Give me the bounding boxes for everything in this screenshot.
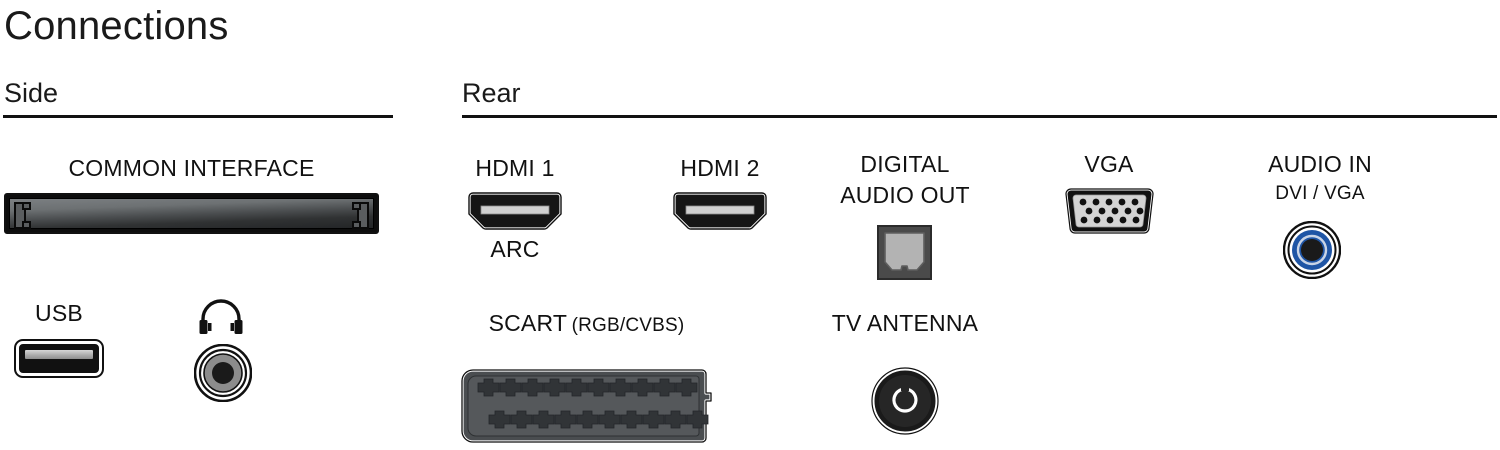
usb-contact-bar xyxy=(25,350,93,359)
vga-port-icon xyxy=(1063,186,1156,238)
hdmi-2-label: HDMI 2 xyxy=(680,155,760,181)
ci-slot-interior xyxy=(9,198,374,229)
scart-label: SCART xyxy=(488,310,568,336)
side-section-divider xyxy=(3,115,393,118)
usb-label: USB xyxy=(35,300,83,326)
hdmi-1-arc-sublabel: ARC xyxy=(490,236,540,262)
tv-antenna-label: TV ANTENNA xyxy=(831,310,979,336)
section-heading-side: Side xyxy=(4,78,59,108)
section-heading-rear: Rear xyxy=(462,78,521,108)
scart-label-suffix: (RGB/CVBS) xyxy=(571,315,685,336)
hdmi-1-label: HDMI 1 xyxy=(475,155,555,181)
audio-in-sublabel: DVI / VGA xyxy=(1275,183,1365,204)
ci-slot-left-tab-icon xyxy=(14,202,31,229)
usb-port-icon xyxy=(16,341,102,376)
scart-port-icon xyxy=(459,367,714,445)
hdmi-2-port-icon xyxy=(672,190,768,232)
coax-antenna-port-icon xyxy=(871,367,939,435)
vga-label: VGA xyxy=(1084,151,1134,177)
headphone-icon xyxy=(196,299,246,335)
ci-slot-right-tab-icon xyxy=(352,202,369,229)
audio-in-jack-icon xyxy=(1282,220,1342,280)
common-interface-label: COMMON INTERFACE xyxy=(68,155,315,181)
page-title: Connections xyxy=(4,4,229,48)
scart-label-group: SCART (RGB/CVBS) xyxy=(459,310,714,337)
digital-audio-out-label-line2: AUDIO OUT xyxy=(840,182,970,208)
digital-audio-out-label-line1: DIGITAL xyxy=(860,151,950,177)
optical-toslink-port-icon xyxy=(877,225,932,280)
audio-in-label: AUDIO IN xyxy=(1268,151,1372,177)
ci-slot-icon xyxy=(4,193,379,234)
rear-section-divider xyxy=(462,115,1497,118)
headphone-jack-icon xyxy=(193,343,253,403)
hdmi-1-port-icon xyxy=(467,190,563,232)
